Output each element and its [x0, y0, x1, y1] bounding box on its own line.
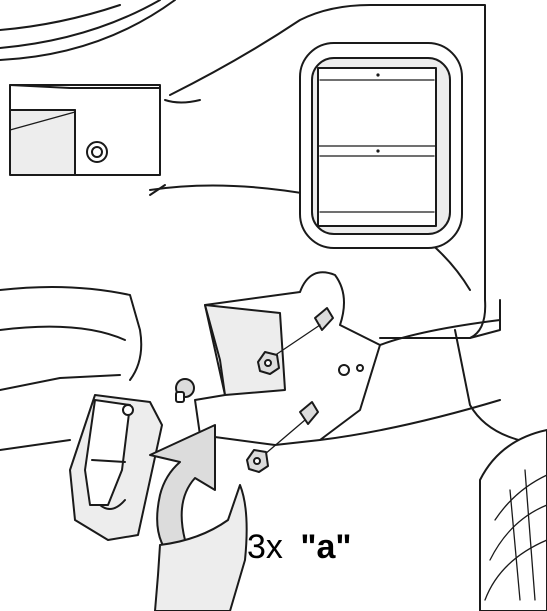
- cover-opening: [299, 42, 463, 249]
- removed-cover-icon: [69, 394, 163, 541]
- lower-bumper: [0, 271, 501, 451]
- callout-label: 3x "a": [247, 528, 352, 566]
- wheel: [454, 329, 547, 611]
- screw-upper-icon: [257, 307, 334, 375]
- screw-middle-icon: [246, 401, 319, 473]
- left-bracket: [9, 84, 161, 176]
- screw-left-icon: [175, 378, 195, 403]
- callout-part-label: "a": [300, 528, 351, 566]
- callout-quantity: 3x: [247, 528, 283, 566]
- hand-icon: [154, 484, 248, 611]
- screws: [175, 307, 334, 473]
